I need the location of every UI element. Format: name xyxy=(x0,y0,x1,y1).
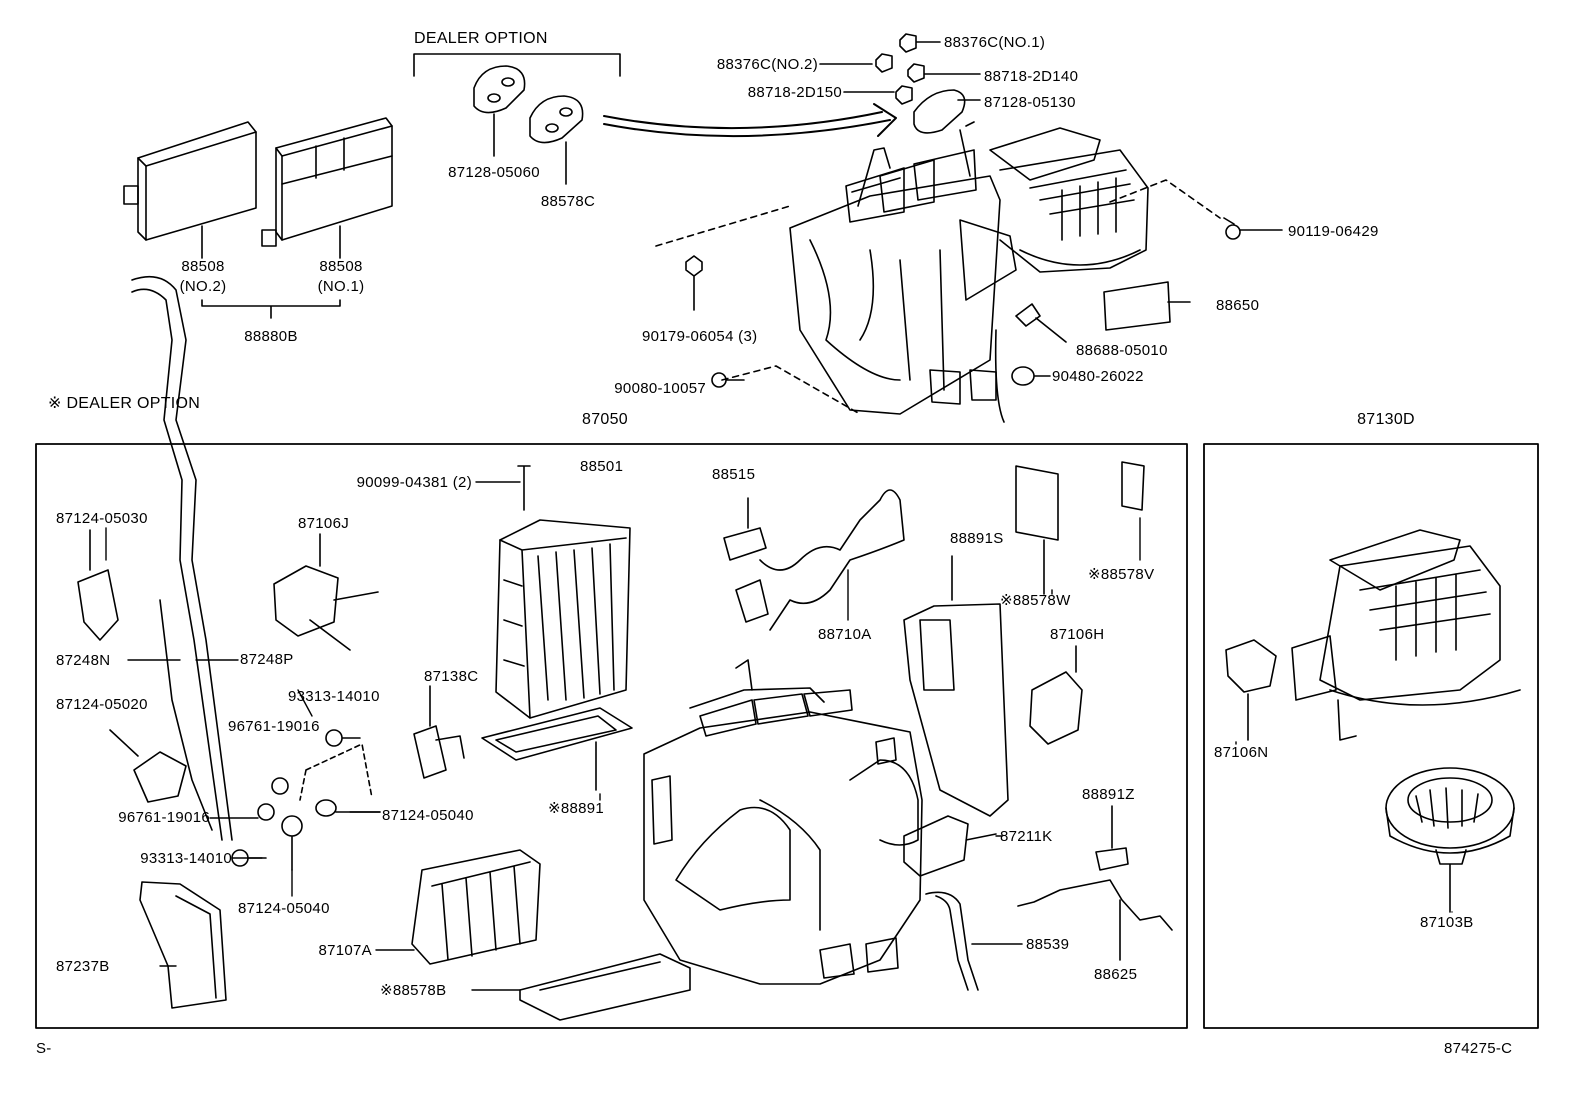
label-88501: 88501 xyxy=(580,458,624,475)
label-87237B: 87237B xyxy=(56,958,110,975)
label-88891: ※88891 xyxy=(548,800,605,817)
label-90119-06429: 90119-06429 xyxy=(1288,223,1379,240)
label-87128-05060: 87128-05060 xyxy=(448,164,540,181)
label-87106H: 87106H xyxy=(1050,626,1105,643)
air-filter-no2-icon xyxy=(123,121,257,241)
label-96761-19016-a: 96761-19016 xyxy=(228,718,320,735)
sensor-88625-icon xyxy=(1017,879,1173,961)
evaporator-88501-icon xyxy=(495,465,631,719)
label-88718-2D140: 88718-2D140 xyxy=(984,68,1079,85)
sensor-88891Z-icon xyxy=(1095,805,1129,871)
actuator-87106H-icon xyxy=(1029,645,1083,745)
main-heater-unit-icon xyxy=(643,659,923,985)
label-88625: 88625 xyxy=(1094,966,1138,983)
filter-88891-icon xyxy=(481,707,633,791)
pad-88578W-icon xyxy=(1015,465,1059,595)
pipe-87248-icon xyxy=(131,275,233,841)
hose-88539-icon xyxy=(925,891,1023,991)
label-87128-05130: 87128-05130 xyxy=(984,94,1076,111)
label-87107A: 87107A xyxy=(318,942,372,959)
label-88508-no2: (NO.2) xyxy=(179,278,227,295)
label-96761-19016-b: 96761-19016 xyxy=(118,809,210,826)
label-87124-05030: 87124-05030 xyxy=(56,510,148,527)
tray-88578B-icon xyxy=(519,953,691,1021)
dealer-option-bracket xyxy=(413,53,621,77)
label-87106N: 87106N xyxy=(1214,744,1269,761)
seal-88891S-icon xyxy=(903,555,1009,817)
label-90480-26022: 90480-26022 xyxy=(1052,368,1144,385)
label-88539: 88539 xyxy=(1026,936,1070,953)
label-88508-b: 88508 xyxy=(319,258,363,275)
label-88650: 88650 xyxy=(1216,297,1260,314)
blower-unit-87130D-icon xyxy=(1225,529,1521,741)
label-87050: 87050 xyxy=(582,411,628,428)
label-90179-06054: 90179-06054 (3) xyxy=(642,328,758,345)
frame-87050 xyxy=(35,443,1188,1029)
label-90080-10057: 90080-10057 xyxy=(614,380,706,397)
clamp-87124-05020-icon xyxy=(109,729,187,803)
label-90099-04381: 90099-04381 (2) xyxy=(356,474,472,491)
label-88578V: ※88578V xyxy=(1088,566,1155,583)
gasket-88578C-icon xyxy=(529,95,584,185)
actuator-87106J-icon xyxy=(273,533,379,651)
footer-left-code: S- xyxy=(36,1040,52,1057)
fasteners-mid-icon xyxy=(231,729,381,871)
label-87211K: 87211K xyxy=(1000,828,1053,845)
amplifier-87211K-icon xyxy=(903,815,997,877)
label-87106J: 87106J xyxy=(298,515,350,532)
label-87138C: 87138C xyxy=(424,668,479,685)
label-88515: 88515 xyxy=(712,466,756,483)
top-heater-unit-icon xyxy=(789,121,1149,423)
arrow-icon xyxy=(603,119,891,138)
heater-core-87107A-icon xyxy=(411,849,541,965)
label-87124-05040-b: 87124-05040 xyxy=(238,900,330,917)
air-filter-no1-icon xyxy=(261,117,393,247)
label-88376C-no2: 88376C(NO.2) xyxy=(716,56,818,73)
pad-88578V-icon xyxy=(1121,461,1145,511)
blower-motor-87103B-icon xyxy=(1385,767,1515,913)
label-88880B: 88880B xyxy=(244,328,298,345)
frame-87130D xyxy=(1203,443,1539,1029)
label-88710A: 88710A xyxy=(818,626,872,643)
sensor-87138C-icon xyxy=(413,685,465,779)
bracket-88880B xyxy=(201,299,341,319)
label-88508-no1: (NO.1) xyxy=(317,278,365,295)
label-87124-05040-a: 87124-05040 xyxy=(382,807,474,824)
valve-88515-icon xyxy=(723,489,905,631)
dealer-option-note: ※ DEALER OPTION xyxy=(48,395,201,412)
label-87248P: 87248P xyxy=(240,651,294,668)
cover-87237B-icon xyxy=(139,881,227,1009)
label-93313-14010-b: 93313-14010 xyxy=(140,850,232,867)
label-87103B: 87103B xyxy=(1420,914,1474,931)
fastener-icons xyxy=(685,33,1283,388)
bracket-87124-05030-icon xyxy=(77,529,119,641)
label-88376C-no1: 88376C(NO.1) xyxy=(944,34,1046,51)
label-88508-a: 88508 xyxy=(181,258,225,275)
gasket-87128-05060-icon xyxy=(473,65,526,157)
label-93313-14010-a: 93313-14010 xyxy=(288,688,380,705)
label-87248N: 87248N xyxy=(56,652,111,669)
dashed-leader xyxy=(655,179,1221,415)
label-88578C: 88578C xyxy=(540,193,596,210)
label-88891S: 88891S xyxy=(950,530,1004,547)
leader-lines xyxy=(105,481,1453,991)
label-87130D: 87130D xyxy=(1357,411,1415,428)
label-87124-05020: 87124-05020 xyxy=(56,696,148,713)
label-88578B: ※88578B xyxy=(380,982,447,999)
label-88891Z: 88891Z xyxy=(1082,786,1135,803)
label-88688-05010: 88688-05010 xyxy=(1076,342,1168,359)
label-88578W: ※88578W xyxy=(1000,592,1071,609)
dealer-option-header: DEALER OPTION xyxy=(414,30,548,47)
label-88718-2D150: 88718-2D150 xyxy=(747,84,842,101)
footer-figure-code: 874275-C xyxy=(1444,1040,1513,1057)
